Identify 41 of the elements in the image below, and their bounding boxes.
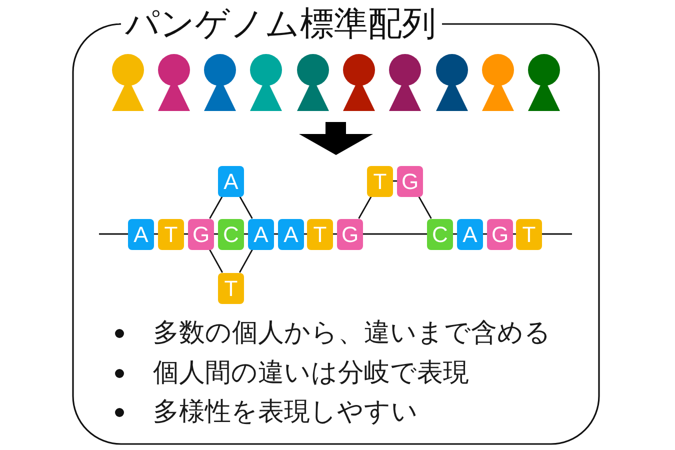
base-tile: C — [427, 218, 453, 250]
base-tile: A — [278, 218, 304, 250]
connector-line — [483, 233, 487, 235]
base-tile: G — [188, 218, 214, 250]
base-tile: T — [516, 218, 542, 250]
base-tile: C — [218, 218, 244, 250]
bullet-text: 個人間の違いは分岐で表現 — [153, 357, 469, 389]
base-tile: G — [487, 218, 513, 250]
base-tile: A — [248, 218, 274, 250]
connector-line — [513, 233, 516, 235]
frame-title: パンゲノム標準配列 — [125, 4, 436, 44]
base-tile: A — [218, 166, 244, 196]
connector-line — [239, 249, 253, 273]
connector-line — [418, 196, 432, 219]
base-tile: T — [307, 218, 333, 250]
connector-line — [184, 233, 188, 235]
connector-line — [542, 233, 572, 235]
connector-line — [363, 233, 427, 235]
base-tile: T — [218, 272, 244, 304]
connector-line — [154, 233, 158, 235]
connector-line — [304, 233, 307, 235]
connector-line — [333, 233, 337, 235]
connector-line — [99, 233, 128, 235]
connector-line — [393, 180, 397, 182]
connector-line — [209, 249, 223, 273]
connector-line — [214, 233, 218, 235]
base-tile: G — [397, 166, 423, 196]
base-tile: T — [158, 218, 184, 250]
base-tile: T — [367, 166, 393, 196]
base-tile: A — [128, 218, 154, 250]
connector-line — [274, 233, 278, 235]
bullet-text: 多様性を表現しやすい — [153, 396, 418, 428]
rounded-frame — [72, 4, 600, 446]
bullet-text: 多数の個人から、違いまで含める — [153, 317, 551, 349]
connector-line — [244, 233, 248, 235]
base-tile: G — [337, 218, 363, 250]
connector-line — [453, 233, 457, 235]
base-tile: A — [457, 218, 483, 250]
connector-line — [358, 196, 372, 219]
connector-line — [209, 196, 223, 219]
connector-line — [239, 196, 253, 219]
